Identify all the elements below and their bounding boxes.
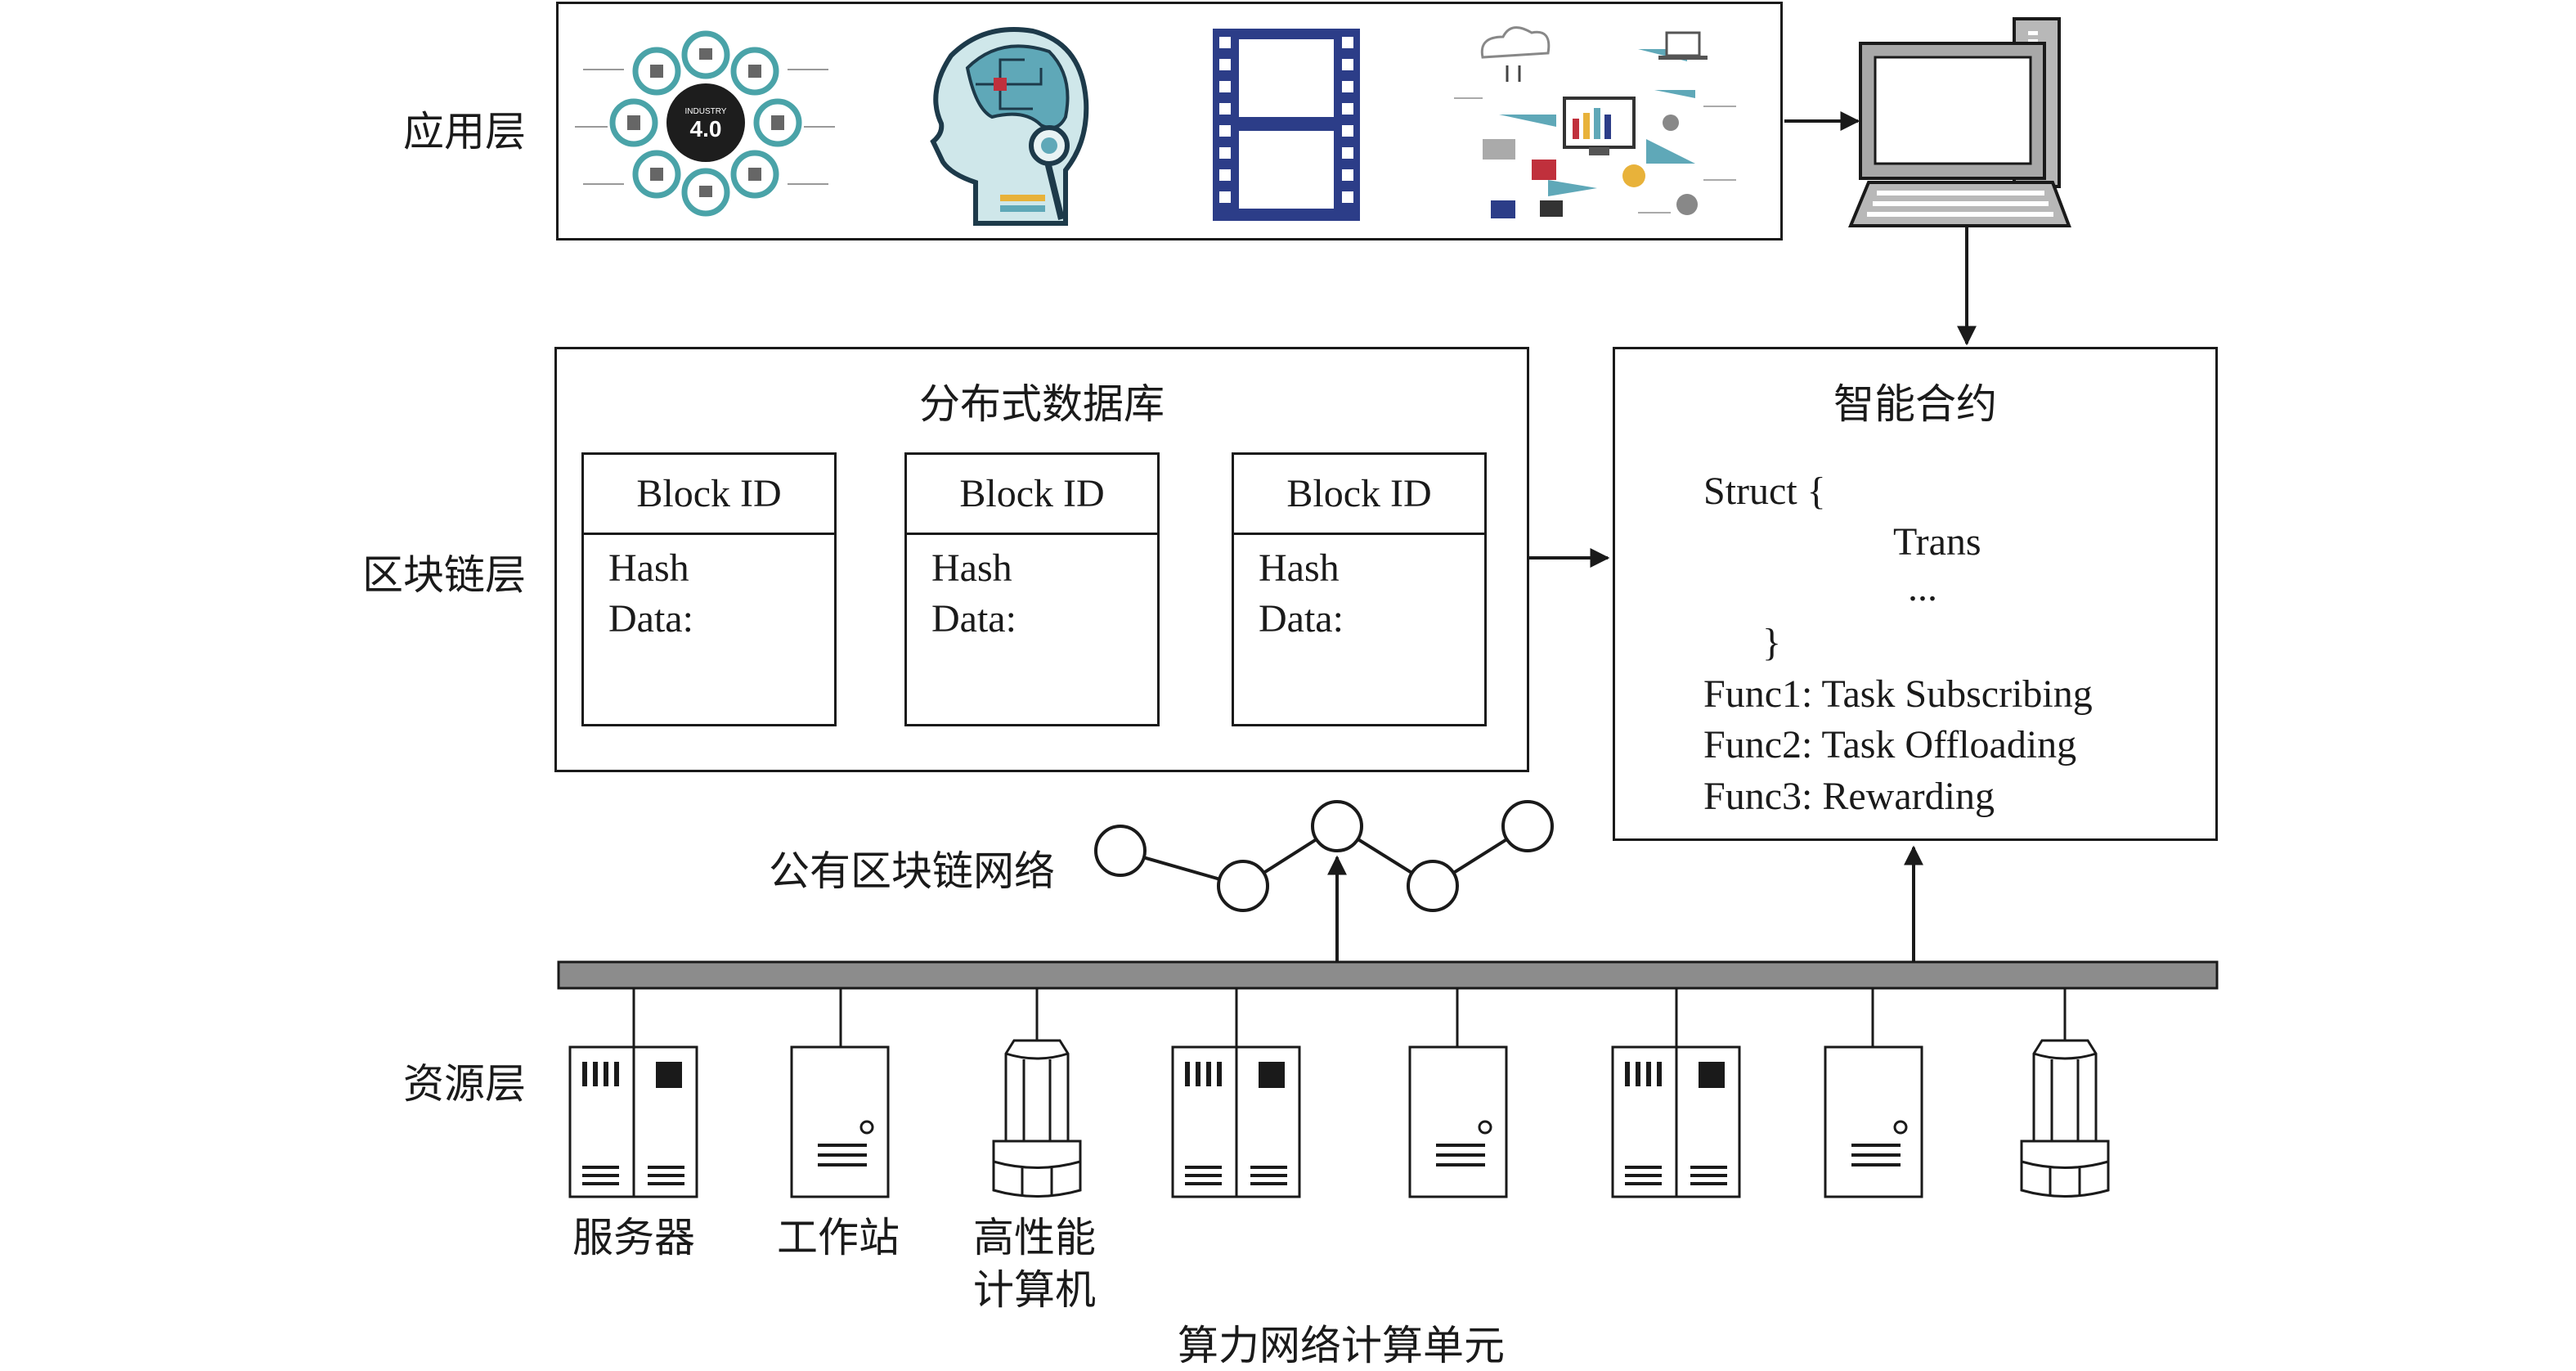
block-card: Block ID Hash Data:	[1232, 452, 1487, 726]
hpc-label-line2: 计算机	[973, 1267, 1096, 1313]
blockchain-layer-label: 区块链层	[362, 552, 526, 598]
network-node	[1407, 860, 1459, 912]
block-hash-label: Hash	[931, 546, 1012, 590]
block-data-label: Data:	[931, 597, 1016, 641]
block-id-label: Block ID	[584, 455, 834, 535]
workstation-label: 工作站	[777, 1215, 900, 1261]
server-label: 服务器	[572, 1215, 695, 1261]
func3-label: Func3: Rewarding	[1703, 775, 1995, 818]
resource-layer-label: 资源层	[403, 1061, 526, 1107]
workstation-icon	[1824, 1045, 1923, 1198]
hpc-icon	[992, 1039, 1082, 1198]
application-layer-label: 应用层	[403, 109, 526, 155]
smart-contract-title: 智能合约	[1833, 381, 1997, 427]
application-strip: INDUSTRY 4.0	[556, 2, 1783, 240]
block-data-label: Data:	[1259, 597, 1344, 641]
film-strip-icon	[1213, 29, 1360, 221]
industry-4-0-icon: INDUSTRY 4.0	[575, 30, 835, 217]
network-node	[1501, 800, 1554, 852]
block-id-label: Block ID	[907, 455, 1157, 535]
network-bus	[557, 960, 2219, 990]
workstation-icon	[790, 1045, 890, 1198]
block-card: Block ID Hash Data:	[581, 452, 837, 726]
svg-text:INDUSTRY: INDUSTRY	[685, 107, 727, 116]
struct-ellipsis: ...	[1908, 566, 1937, 609]
network-node	[1311, 800, 1363, 852]
hpc-label-line1: 高性能	[973, 1215, 1096, 1261]
distributed-db-title: 分布式数据库	[919, 381, 1165, 427]
func2-label: Func2: Task Offloading	[1703, 723, 2077, 766]
block-hash-label: Hash	[608, 546, 689, 590]
cloud-network-icon	[1454, 26, 1736, 218]
block-card: Block ID Hash Data:	[904, 452, 1160, 726]
smart-contract-box: 智能合约 Struct { Trans ... } Func1: Task Su…	[1613, 347, 2218, 841]
blockchain-network-graph	[1094, 800, 1554, 912]
struct-open: Struct {	[1703, 470, 1826, 513]
workstation-icon	[1408, 1045, 1508, 1198]
func1-label: Func1: Task Subscribing	[1703, 672, 2093, 716]
desktop-computer-icon	[1848, 17, 2071, 227]
block-data-label: Data:	[608, 597, 693, 641]
distributed-db-box: 分布式数据库 Block ID Hash Data: Block ID Hash…	[554, 347, 1529, 772]
struct-close: }	[1762, 621, 1782, 664]
hpc-icon	[2020, 1039, 2110, 1198]
network-node	[1217, 860, 1269, 912]
block-id-label: Block ID	[1234, 455, 1484, 535]
public-network-label: 公有区块链网络	[769, 848, 1055, 894]
struct-field-trans: Trans	[1893, 520, 1981, 564]
svg-text:4.0: 4.0	[690, 116, 722, 142]
compute-unit-caption: 算力网络计算单元	[1178, 1323, 1505, 1369]
ai-head-icon	[930, 27, 1089, 226]
network-node	[1094, 825, 1147, 877]
block-hash-label: Hash	[1259, 546, 1340, 590]
